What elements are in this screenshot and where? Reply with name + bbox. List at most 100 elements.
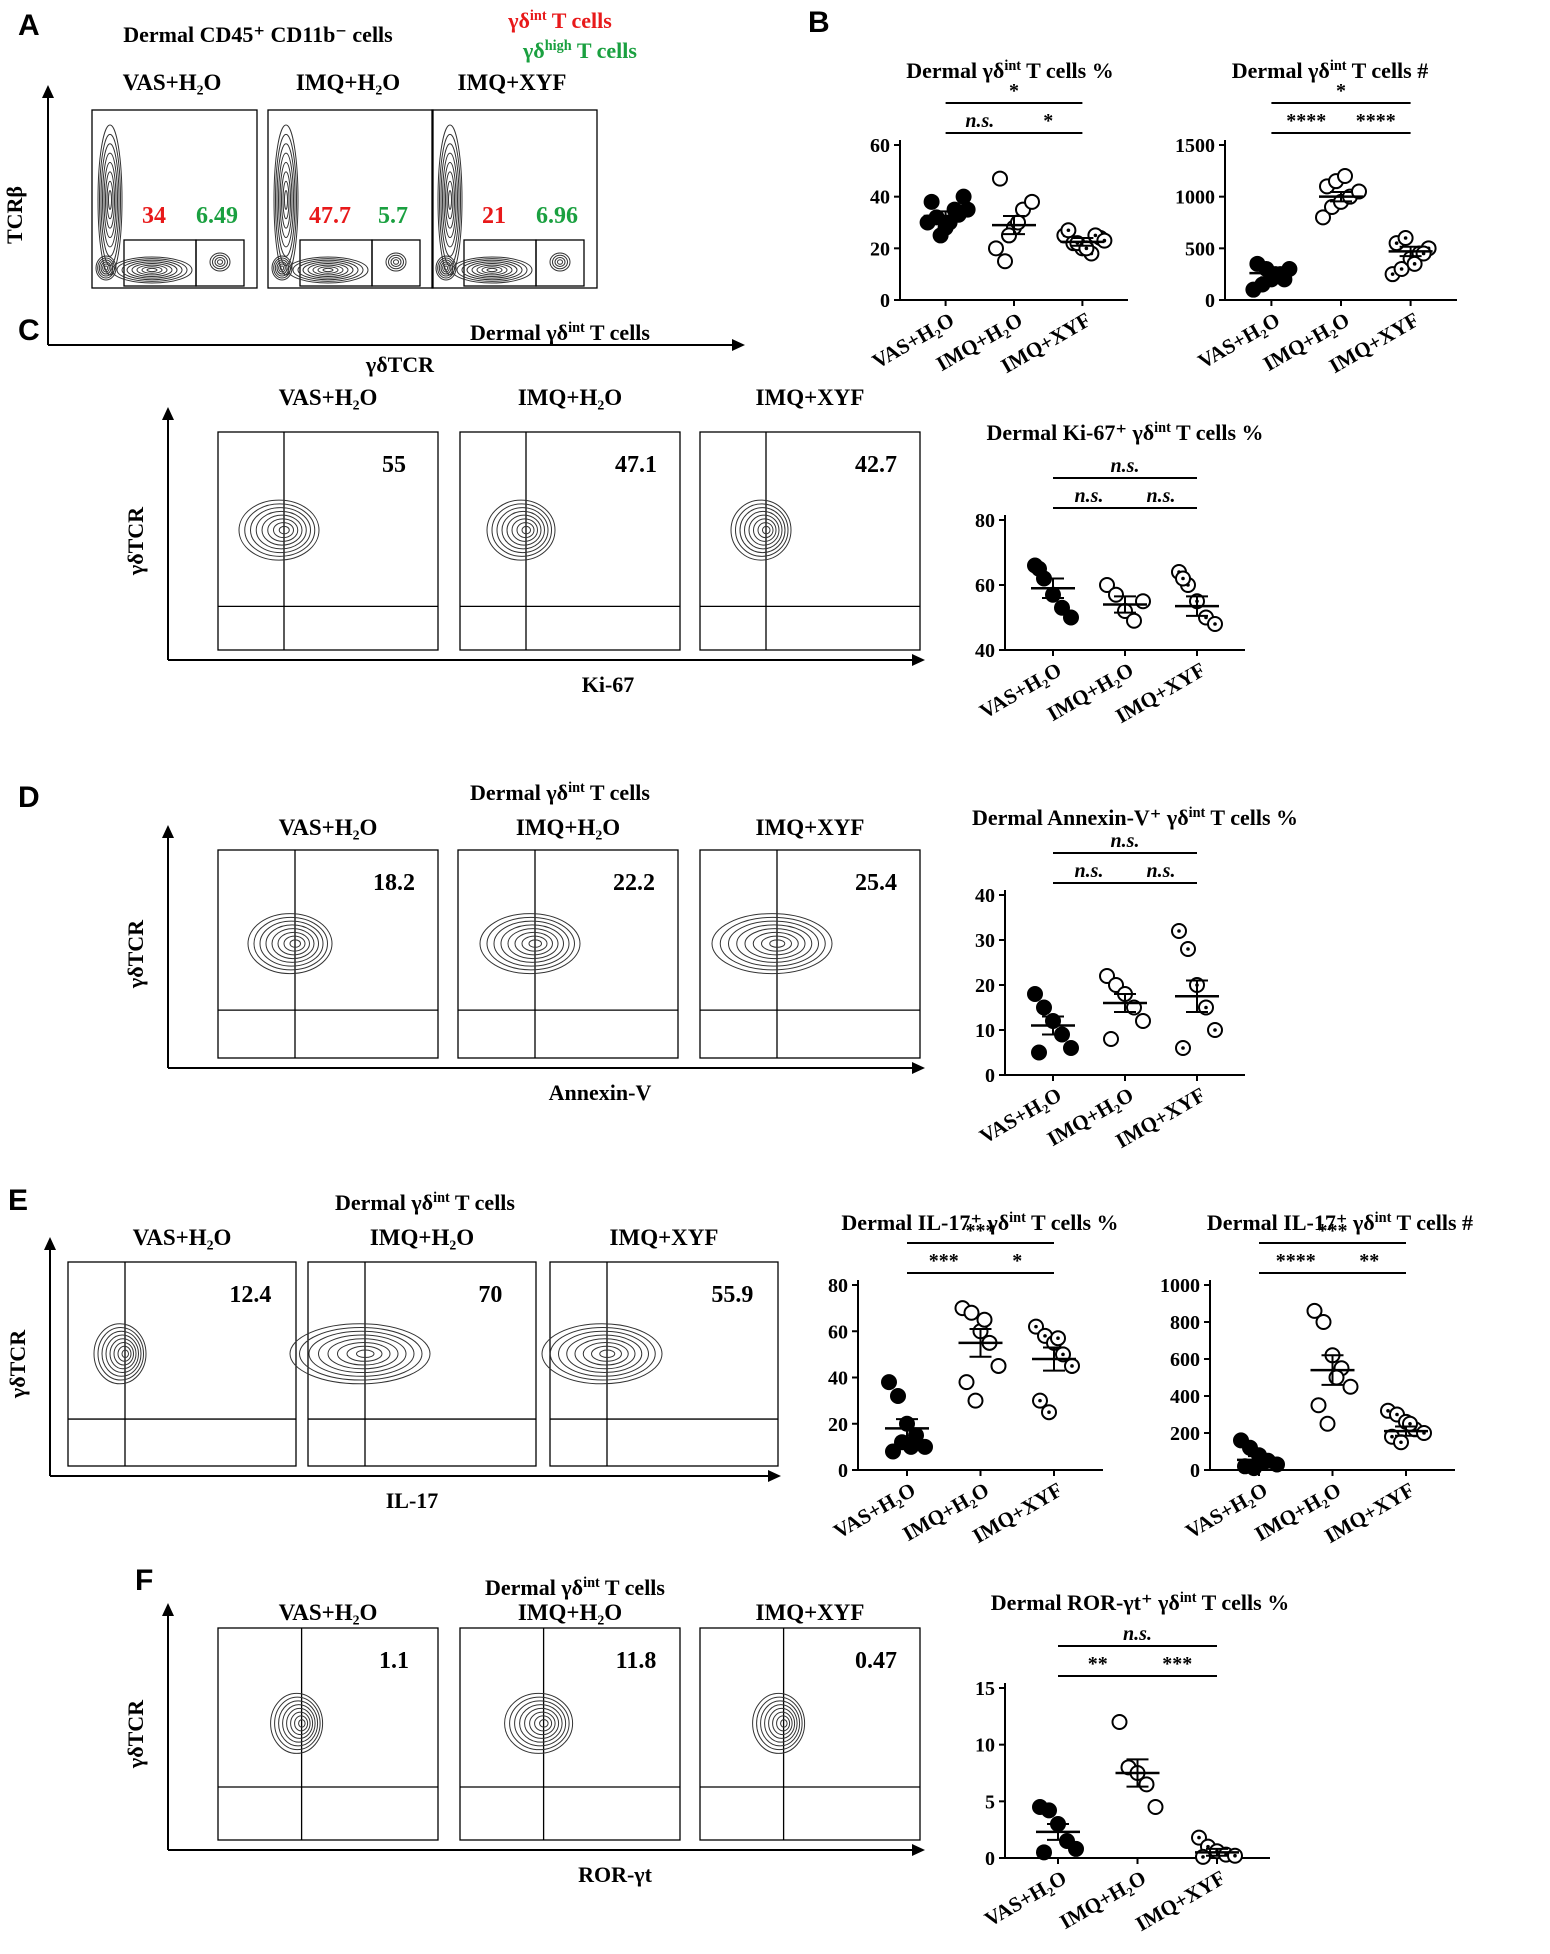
contour-ring	[93, 1323, 147, 1385]
data-point	[1135, 593, 1151, 610]
y-tick-label: 200	[1170, 1423, 1200, 1445]
data-point	[997, 253, 1013, 270]
contour-ring	[121, 259, 183, 281]
condition-title: VAS+H₂O	[133, 1225, 232, 1250]
data-point-dot	[1070, 1364, 1074, 1368]
contour-ring	[566, 1334, 643, 1374]
chart-b2: Dermal γδint T cells #050010001500VAS+H₂…	[1175, 58, 1457, 378]
contour-ring	[131, 263, 173, 277]
contour-ring	[507, 928, 559, 960]
contour-ring	[102, 152, 118, 248]
data-point	[958, 1374, 975, 1391]
contour-ring	[126, 261, 178, 279]
contour-ring	[524, 1707, 560, 1739]
contour-ring	[440, 143, 460, 257]
contour-ring	[491, 503, 552, 557]
contour-ring	[764, 1704, 798, 1743]
x-arrowhead	[912, 1062, 925, 1074]
contour-ring	[529, 1711, 556, 1736]
quadrant-value: 55.9	[711, 1282, 753, 1308]
data-point	[903, 1438, 919, 1455]
x-arrowhead	[768, 1470, 781, 1482]
contour-ring	[346, 1345, 383, 1362]
data-point-dot	[1066, 228, 1071, 233]
comparison-label: *	[1009, 80, 1019, 102]
chart-title: Dermal ROR-γt⁺ γδint T cells %	[991, 1590, 1289, 1615]
contour-ring	[509, 1696, 570, 1751]
flow-plot-frame	[459, 431, 681, 651]
comparison-label: **	[1359, 1250, 1379, 1272]
contour-ring	[276, 261, 288, 275]
chart-d: Dermal Annexin-V⁺ γδint T cells %0102030…	[972, 805, 1298, 1153]
contour-ring	[437, 257, 455, 279]
contour-ring	[109, 1338, 137, 1370]
chart-title: Dermal IL-17⁺ γδint T cells #	[1207, 1210, 1473, 1235]
contour-ring	[448, 190, 452, 210]
data-point-dot	[1181, 576, 1185, 581]
chart-title: Dermal γδint T cells %	[906, 58, 1113, 83]
contour-population	[238, 499, 320, 561]
contour-ring	[97, 1327, 144, 1381]
contour-population	[289, 1323, 431, 1385]
contour-ring	[99, 133, 121, 267]
contour-ring	[214, 257, 226, 267]
contour-population	[752, 1692, 806, 1754]
chart-e2: Dermal IL-17⁺ γδint T cells #02004006008…	[1160, 1210, 1473, 1548]
data-point	[1031, 560, 1047, 577]
x-tick-label: VAS+H₂O	[980, 1866, 1070, 1932]
contour-ring	[275, 133, 297, 267]
contour-ring	[534, 1715, 553, 1732]
contour-ring	[442, 152, 458, 248]
contour-ring	[290, 1711, 311, 1736]
contour-ring	[768, 1707, 796, 1739]
contour-ring	[212, 254, 228, 270]
condition-title: VAS+H₂O	[279, 385, 378, 410]
condition-title: IMQ+XYF	[610, 1225, 719, 1250]
panel-header: Dermal γδint T cells	[485, 1575, 665, 1600]
contour-ring	[728, 920, 819, 967]
comparison-label: ***	[966, 1220, 996, 1242]
contour-ring	[757, 522, 774, 539]
flow-plot-frame	[217, 849, 439, 1059]
contour-ring	[273, 522, 294, 539]
gate-high	[371, 239, 421, 287]
contour-ring	[97, 124, 123, 276]
contour-ring	[302, 261, 354, 279]
contour-ring	[317, 266, 339, 274]
panel-letter-d: D	[18, 781, 40, 814]
quadrant-value: 55	[382, 452, 406, 478]
contour-ring	[141, 266, 163, 274]
contour-ring	[390, 257, 402, 267]
contour-ring	[528, 939, 542, 948]
contour-ring	[479, 913, 581, 975]
contour-ring	[385, 252, 407, 272]
data-point	[1135, 1013, 1151, 1029]
contour-ring	[476, 264, 508, 276]
comparison-label: ***	[929, 1250, 959, 1272]
contour-ring	[108, 190, 112, 210]
contour-ring	[297, 259, 359, 281]
contour-tcrb	[437, 124, 463, 276]
contour-population	[541, 1323, 663, 1385]
contour-ring	[486, 499, 556, 561]
contour-population	[730, 499, 792, 561]
flow-plot-frame	[217, 1627, 439, 1841]
y-arrowhead	[44, 1237, 56, 1250]
data-point	[1036, 999, 1052, 1016]
contour-ring	[312, 264, 344, 276]
comparison-label: ***	[1318, 1220, 1348, 1242]
contour-ring	[289, 1323, 431, 1385]
data-point	[1024, 193, 1040, 210]
data-point	[1063, 609, 1079, 626]
contour-ring	[286, 1707, 314, 1739]
y-tick-label: 10	[975, 1020, 995, 1042]
contour-ring	[284, 190, 288, 210]
contour-ring	[466, 261, 518, 279]
y-tick-label: 0	[838, 1460, 848, 1482]
contour-ring	[442, 263, 450, 273]
comparison-label: ****	[1276, 1250, 1316, 1272]
panel-a-ylabel: TCRβ	[2, 186, 27, 244]
